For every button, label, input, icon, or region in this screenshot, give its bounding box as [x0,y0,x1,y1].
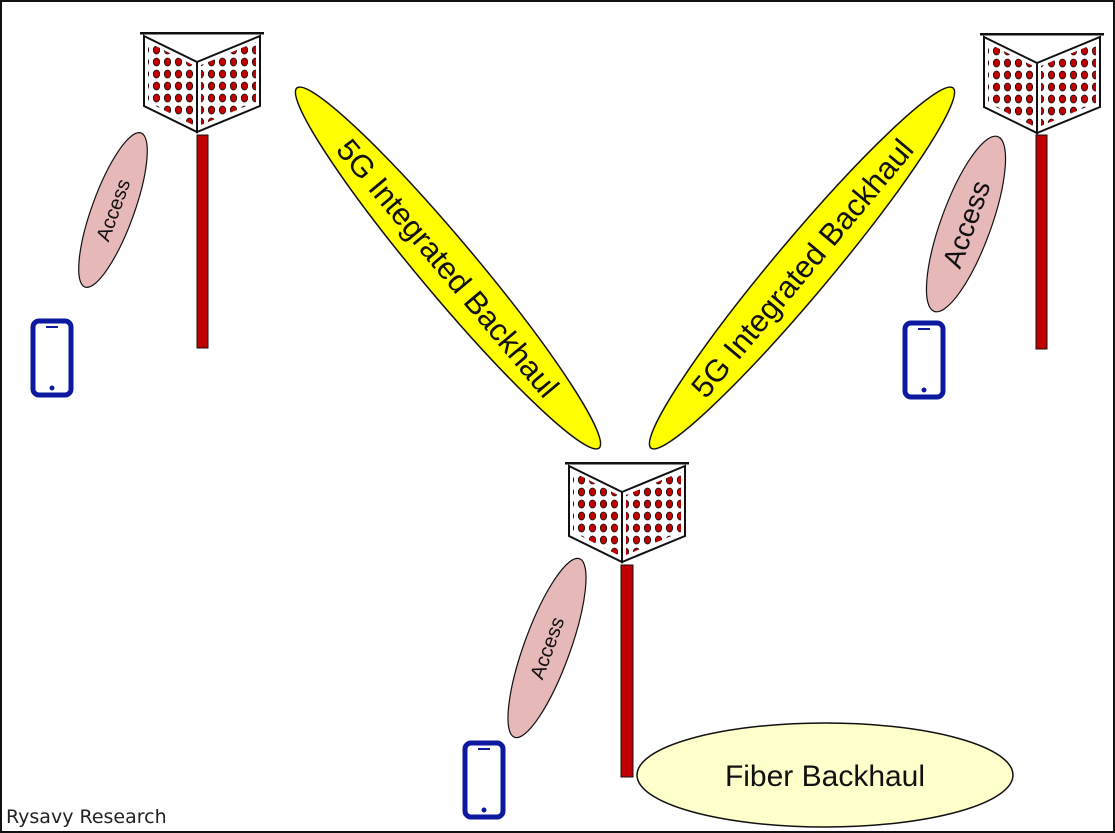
access-link-right: Access [925,135,1007,313]
credit-text: Rysavy Research [6,806,167,828]
smartphone-bottom-icon [465,743,503,817]
antenna-array-right-icon [980,33,1104,135]
antenna-array-center-icon [565,462,689,564]
access-link-bottom: Access [507,557,587,739]
backhaul-right-label: 5G Integrated Backhaul [684,132,920,404]
fiber-backhaul-link: Fiber Backhaul [636,722,1014,828]
antenna-array-left-icon [140,32,264,134]
access-link-left: Access [78,132,148,288]
tower-mast-center-icon [620,564,634,778]
smartphone-right-icon [905,323,943,397]
tower-mast-right-icon [1035,134,1048,350]
smartphone-left-icon [33,321,71,395]
backhaul-link-left: 5G Integrated Backhaul [294,86,602,450]
backhaul-link-right: 5G Integrated Backhaul [648,86,956,450]
backhaul-left-label: 5G Integrated Backhaul [330,132,566,404]
fiber-backhaul-label: Fiber Backhaul [725,760,925,793]
tower-mast-left-icon [196,134,209,349]
